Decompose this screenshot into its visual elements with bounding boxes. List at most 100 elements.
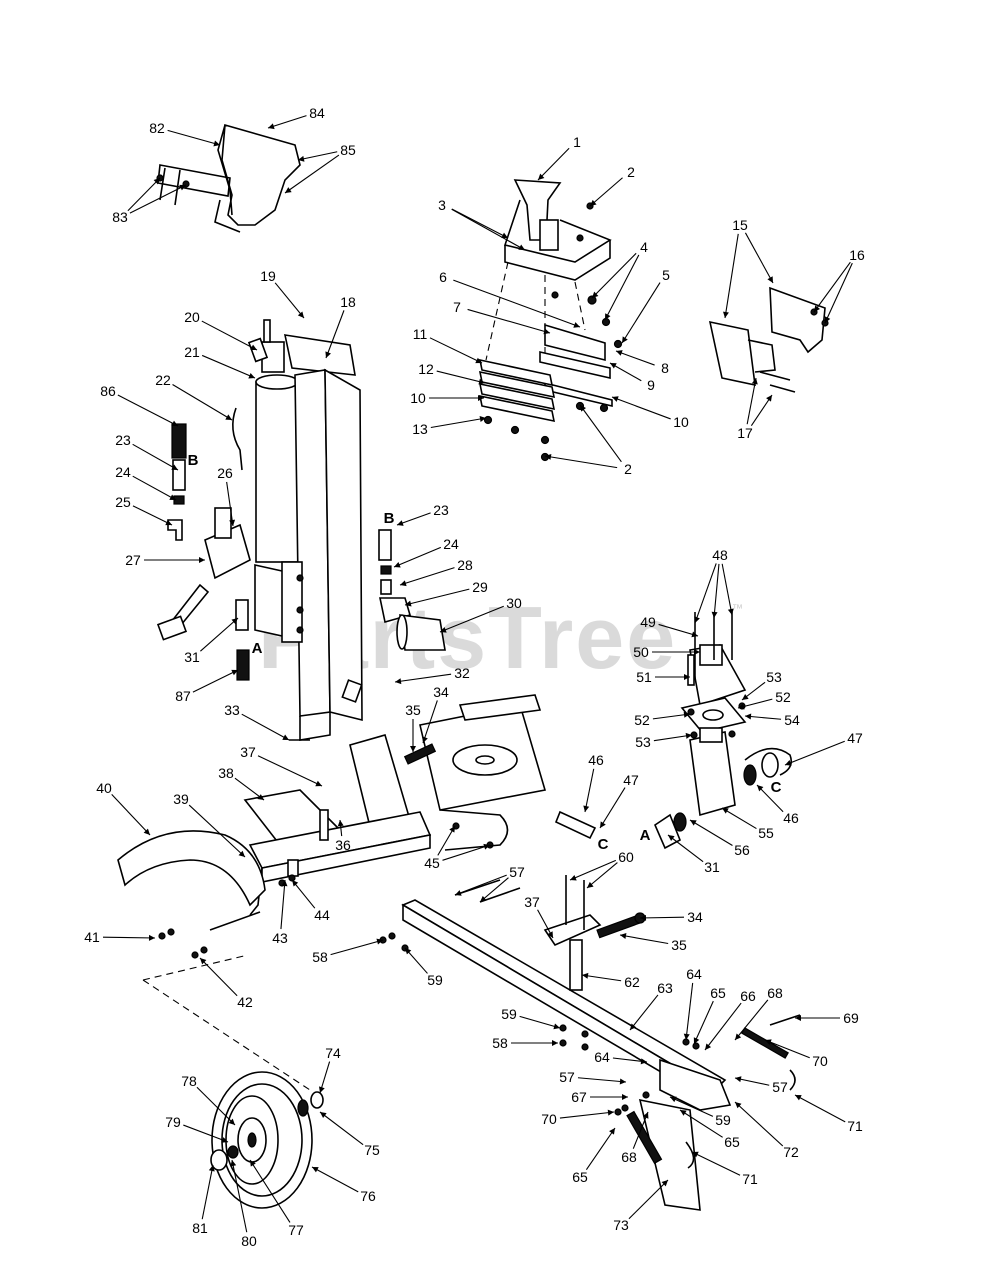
arrowhead-c60 — [570, 874, 577, 881]
arrowhead-c59c — [670, 1096, 677, 1103]
leader-line-c52b — [652, 713, 691, 720]
arrowhead-c66 — [705, 1043, 712, 1050]
leader-line-c82 — [167, 129, 221, 146]
part-number-19: 19 — [260, 268, 276, 284]
part-number-70: 70 — [812, 1053, 828, 1069]
arrowhead-c34b — [640, 914, 647, 921]
arrowhead-c6 — [573, 322, 580, 328]
leader-line-c68a — [734, 999, 769, 1041]
part-number-60: 60 — [618, 849, 634, 865]
part-number-68: 68 — [621, 1149, 637, 1165]
part-number-57: 57 — [509, 864, 525, 880]
part-number-58: 58 — [312, 949, 328, 965]
watermark-trademark: ™ — [732, 603, 743, 615]
leader-line-c24b — [393, 546, 442, 568]
arrowhead-c68a — [735, 1033, 742, 1040]
arrowhead-c24b — [394, 561, 401, 568]
arrowhead-c4 — [592, 291, 599, 298]
arrowhead-c83 — [153, 178, 160, 185]
tongue-and-jack — [379, 875, 801, 1211]
part-number-59: 59 — [501, 1006, 517, 1022]
arrowhead-c5 — [622, 336, 628, 343]
part-number-31: 31 — [704, 859, 720, 875]
arrowhead-c50 — [694, 649, 700, 655]
arrowhead-c10b — [612, 396, 619, 402]
arrowhead-c76 — [312, 1167, 319, 1173]
arrowhead-c48 — [694, 616, 700, 623]
part-number-43: 43 — [272, 930, 288, 946]
arrowhead-c21 — [248, 372, 255, 379]
leader-line-c65a — [693, 1000, 714, 1045]
arrowhead-c58b — [552, 1040, 558, 1046]
part-number-17: 17 — [737, 425, 753, 441]
arrowhead-c8 — [616, 350, 623, 356]
arrowhead-c15 — [722, 311, 729, 318]
leader-line-c73 — [628, 1179, 669, 1220]
arrowhead-c40 — [143, 828, 150, 835]
arrowhead-c58a — [376, 938, 383, 945]
arrowhead-c29 — [405, 600, 412, 607]
part-number-69: 69 — [843, 1010, 859, 1026]
leader-line-c25 — [132, 505, 173, 526]
arrowhead-c65c — [609, 1128, 615, 1135]
arrowhead-c35b — [620, 933, 627, 939]
arrowhead-c39 — [238, 850, 245, 857]
leader-line-c15 — [724, 233, 739, 319]
part-number-47: 47 — [847, 730, 863, 746]
part-number-35: 35 — [671, 937, 687, 953]
leader-line-c46b — [756, 784, 784, 813]
arrowhead-c47a — [785, 760, 792, 766]
arrowhead-c2b — [580, 405, 586, 412]
part-number-46: 46 — [588, 752, 604, 768]
leader-line-c84 — [267, 115, 307, 129]
arrowhead-c70a — [765, 1039, 772, 1045]
arrowhead-c37a — [315, 780, 322, 787]
part-number-65: 65 — [710, 985, 726, 1001]
leader-line-c62 — [581, 974, 622, 982]
part-number-24: 24 — [115, 464, 131, 480]
arrowhead-c63 — [630, 1023, 637, 1030]
leader-line-c28 — [399, 567, 455, 586]
part-number-23: 23 — [115, 432, 131, 448]
part-number-4: 4 — [640, 239, 648, 255]
arrowhead-c12 — [478, 378, 485, 385]
part-number-65: 65 — [724, 1134, 740, 1150]
part-number-18: 18 — [340, 294, 356, 310]
arrowhead-c42 — [200, 958, 207, 965]
arrowhead-c59b — [553, 1023, 560, 1030]
arrowhead-c31a — [231, 618, 238, 625]
part-number-53: 53 — [635, 734, 651, 750]
leader-line-c13 — [430, 417, 487, 429]
part-number-70: 70 — [541, 1111, 557, 1127]
leader-line-c55 — [721, 807, 757, 830]
part-number-72: 72 — [783, 1144, 799, 1160]
leader-line-c26 — [226, 481, 234, 527]
leader-line-c86 — [117, 394, 179, 427]
arrowhead-c71b — [692, 1151, 699, 1158]
beam-and-cylinder — [232, 319, 363, 741]
arrowhead-c57d — [735, 1076, 742, 1083]
leader-line-c48b — [713, 563, 720, 619]
leader-line-c45b — [442, 844, 491, 861]
leader-line-c60b — [586, 862, 618, 889]
arrowhead-c31b — [668, 835, 675, 841]
arrowhead-c47b — [600, 821, 606, 828]
part-number-24: 24 — [443, 536, 459, 552]
log-cradle-assembly — [156, 123, 301, 233]
arrowhead-c77 — [250, 1160, 256, 1167]
arrowhead-c7 — [543, 328, 550, 335]
part-number-42: 42 — [237, 994, 253, 1010]
leader-line-c3b — [451, 208, 526, 251]
leader-line-c35b — [619, 934, 669, 945]
part-number-59: 59 — [715, 1112, 731, 1128]
part-number-35: 35 — [405, 702, 421, 718]
part-number-55: 55 — [758, 825, 774, 841]
leader-line-c18 — [325, 310, 345, 359]
part-number-12: 12 — [418, 361, 434, 377]
arrowhead-c17 — [751, 378, 758, 385]
leader-line-c65c — [585, 1127, 616, 1170]
arrowhead-c46b — [757, 785, 764, 792]
hose-marker-b: B — [384, 510, 395, 527]
arrowhead-c1 — [538, 173, 545, 180]
